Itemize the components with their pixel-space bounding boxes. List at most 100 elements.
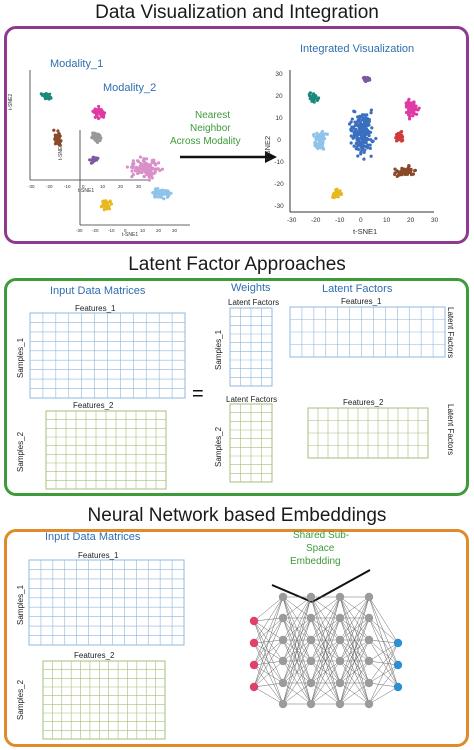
nn-node [335,592,345,602]
scatter-point [399,169,404,173]
scatter-point [99,205,104,209]
nn-node [249,616,259,626]
scatter-point [98,111,102,115]
scatter-point [134,166,138,170]
scatter-point [411,102,415,106]
nn-edge [368,639,399,666]
scatter-point [147,163,151,167]
scatter-point [360,144,364,149]
nn-node [306,613,316,623]
scatter-point [160,167,164,171]
scatter-point [131,159,135,163]
scatter-point [153,170,157,174]
nn-edge [310,660,341,705]
scatter-point [401,138,405,143]
scatter-point [53,142,58,146]
scatter-point [369,108,373,112]
nn-edge [253,660,284,688]
scatter-point [163,190,167,194]
axis-tick-label: 30 [275,71,283,78]
nn-edge [339,596,370,641]
scatter-point [368,143,372,147]
scatter-point [356,136,360,140]
scatter-point [370,126,374,130]
scatter-point [132,162,136,166]
scatter-point [318,134,322,138]
nn-edge [310,682,341,705]
nn-node [306,656,316,666]
scatter-point [353,110,357,114]
scatter-point [355,141,359,145]
axis-tick-label: -20 [274,181,284,188]
nn-edge [368,639,399,644]
modality1-label: Modality_1 [50,58,104,70]
nn-node [249,638,259,648]
scatter-point [400,166,404,170]
scatter-point [59,139,63,143]
scatter-point [393,167,397,171]
scatter-point [153,167,157,171]
scatter-point [88,158,92,162]
nn-node [335,635,345,645]
scatter-point [369,154,373,158]
scatter-point [92,131,96,135]
scatter-point [143,160,147,164]
scatter-point [129,165,134,169]
axis-label: t-SNE2 [58,144,64,160]
scatter-point [396,170,400,174]
nn-node [306,699,316,709]
scatter-point [315,131,319,135]
scatter-point [146,171,150,175]
nn-edge [310,596,341,619]
scatter-point [357,143,361,147]
scatter-point [150,158,154,163]
nn-edge [339,596,370,684]
neural-panel [4,529,469,747]
nn-edge [253,596,284,666]
scatter-point [94,137,99,141]
visualization-panel [4,26,469,244]
nn-edge [368,686,399,705]
nn-node [306,592,316,602]
nn-edge [282,617,312,705]
scatter-point [142,174,146,178]
scatter-point [404,110,409,115]
scatter-point [97,136,101,140]
nn-node [278,635,288,645]
scatter-point [137,166,141,171]
scatter-point [91,134,95,139]
scatter-point [338,192,342,196]
nn-node [278,592,288,602]
axis-tick-label: 20 [275,93,283,100]
scatter-point [362,113,366,117]
shared-subspace-3: Embedding [290,556,341,567]
nn-edge [368,642,399,705]
axis-tick-label: -30 [28,184,35,189]
nn-edge [310,596,341,662]
nn-edge [310,617,341,705]
scatter-point [91,109,95,113]
nn-edge [253,682,284,688]
axis-tick-label: 0 [277,137,281,144]
scatter-point [407,117,412,121]
scatter-point [365,124,369,128]
scatter-point [105,207,109,211]
scatter-point [154,193,158,197]
scatter-point [359,114,363,119]
nn-edge [368,682,399,688]
scatter-point [52,128,56,132]
scatter-point [153,162,158,166]
axis-tick-label: 10 [100,184,106,189]
scatter-point [158,189,162,193]
scatter-point [366,143,370,147]
nn-edge [282,596,312,705]
nn-edge [310,596,341,684]
scatter-point [151,191,155,195]
nn-node [364,635,374,645]
scatter-point [362,157,366,161]
axis-tick-label: 20 [118,184,124,189]
scatter-point [408,114,412,118]
